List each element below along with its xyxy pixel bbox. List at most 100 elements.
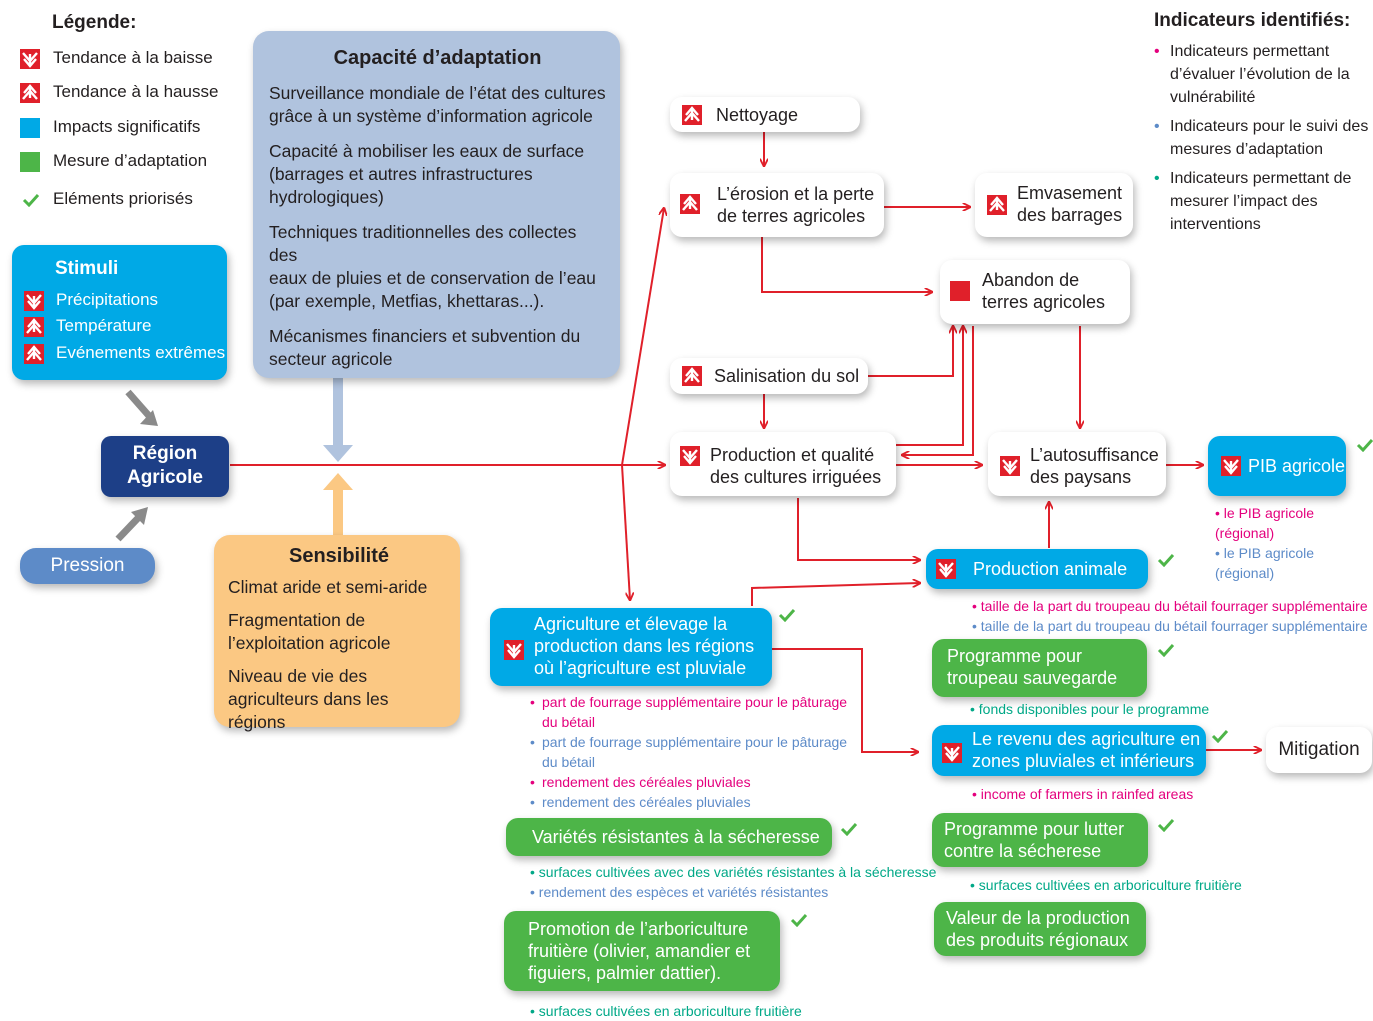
node-production-animale-label: Production animale [973, 559, 1128, 579]
node-production-irriguee-label: Production et qualité des cultures irrig… [710, 445, 882, 487]
stimuli-box: Stimuli Précipitations Température Evéne… [12, 245, 227, 380]
indicator-item: • fonds disponibles pour le programme [970, 701, 1210, 717]
sensibilite-box: Sensibilité Climat aride et semi-aride F… [214, 535, 460, 732]
arrow-agriculture-revenu [772, 648, 918, 752]
indicator-item: • income of farmers in rainfed areas [972, 786, 1194, 802]
stimuli-evenements: Evénements extrêmes [56, 343, 226, 362]
legend: Légende: Tendance à la baisse Tendance à… [20, 10, 240, 215]
indicator-item: •rendement des céréales pluviales [530, 774, 751, 790]
node-autosuffisance: L’autosuffisance des paysans [988, 432, 1166, 496]
sensibilite-item: Fragmentation de l’exploitation agricole [228, 610, 391, 653]
pression-box: Pression [20, 548, 155, 584]
node-programme-troupeau: Programme pour troupeau sauvegarde [932, 639, 1147, 697]
capacite-arrow-head [323, 445, 353, 462]
sensibilite-arrow-shaft [333, 488, 343, 536]
indicator-item: • surfaces cultivées avec des variétés r… [530, 864, 937, 880]
indicator-item: •part de fourrage supplémentaire pour le… [530, 694, 848, 730]
node-valeur: Valeur de la production des produits rég… [934, 902, 1146, 956]
indicator-type-suivi: • Indicateurs pour le suivi des mesures … [1154, 118, 1369, 158]
node-promotion: Promotion de l’arboriculture fruitière (… [504, 911, 780, 991]
node-programme-secheresse: Programme pour lutter contre la sécheres… [932, 813, 1148, 867]
arrow-down-icon [680, 446, 700, 466]
legend-label-prior: Eléments priorisés [53, 189, 193, 208]
node-abandon-label: Abandon de terres agricoles [982, 270, 1106, 312]
indicator-item: • surfaces cultivées en arboriculture fr… [970, 877, 1242, 893]
check-icon [778, 608, 796, 622]
node-mitigation-label: Mitigation [1278, 739, 1360, 760]
indicators-legend: Indicateurs identifiés: • Indicateurs pe… [1154, 10, 1369, 236]
production-animale-indicators: • taille de la part du troupeau du bétai… [972, 596, 1368, 636]
check-icon [1157, 818, 1175, 832]
node-varietes-label: Variétés résistantes à la sécheresse [532, 827, 820, 847]
arrow-abandon-production [902, 326, 974, 455]
revenu-indicators: • income of farmers in rainfed areas [972, 784, 1193, 804]
arrow-pression-region [115, 513, 143, 542]
pib-indicators: • le PIB agricole (régional) • le PIB ag… [1215, 503, 1373, 583]
arrow-down-icon [1000, 456, 1020, 476]
varietes-indicators: • surfaces cultivées avec des variétés r… [530, 862, 936, 902]
node-envasement: Emvasement des barrages [975, 173, 1133, 237]
arrow-production-animale [797, 498, 920, 560]
arrow-salinisation-abandon [868, 326, 953, 377]
node-salinisation: Salinisation du sol [670, 358, 868, 394]
node-production-animale: Production animale [926, 549, 1148, 589]
capacite-item: Techniques traditionnelles des collectes… [269, 222, 596, 311]
indicator-item: • rendement des espèces et variétés rési… [530, 884, 829, 900]
stimuli-temperature: Température [56, 316, 152, 335]
node-programme-secheresse-label: Programme pour lutter contre la sécheres… [944, 819, 1125, 861]
arrow-hub-to-agriculture [621, 464, 630, 600]
red-square-icon [950, 281, 970, 301]
check-icon [1211, 729, 1229, 743]
programme-secheresse-indicators: • surfaces cultivées en arboriculture fr… [970, 875, 1242, 895]
arrow-down-icon [24, 291, 44, 311]
indicator-item: • le PIB agricole (régional) [1215, 505, 1315, 541]
legend-title: Légende: [52, 12, 137, 33]
node-valeur-label: Valeur de la production des produits rég… [946, 908, 1130, 950]
check-icon [790, 913, 808, 927]
arrow-agriculture-animale [751, 583, 920, 606]
sensibilite-item: Niveau de vie des agriculteurs dans les … [228, 666, 389, 732]
stimuli-precipitations: Précipitations [56, 290, 159, 309]
node-promotion-label: Promotion de l’arboriculture fruitière (… [528, 919, 751, 983]
indicator-type-label: Indicateurs pour le suivi des mesures d’… [1170, 118, 1369, 158]
check-icon [22, 193, 40, 207]
arrow-stimuli-region [125, 389, 153, 420]
arrow-up-icon [20, 83, 40, 103]
node-agriculture-pluviale-label: Agriculture et élevage la production dan… [534, 614, 755, 678]
promotion-indicators: • surfaces cultivées en arboriculture fr… [530, 1001, 802, 1021]
capacite-item: Surveillance mondiale de l’état des cult… [269, 83, 606, 126]
node-envasement-label: Emvasement des barrages [1017, 183, 1123, 225]
arrow-hub-to-erosion [621, 208, 664, 466]
capacite-item: Mécanismes financiers et subvention du s… [269, 326, 581, 369]
sensibilite-arrow-head [323, 473, 353, 490]
node-mitigation: Mitigation [1266, 727, 1372, 773]
node-autosuffisance-label: L’autosuffisance des paysans [1030, 445, 1159, 487]
arrow-stimuli-region-head [140, 410, 158, 426]
node-nettoyage-label: Nettoyage [716, 105, 799, 125]
node-programme-troupeau-label: Programme pour troupeau sauvegarde [947, 646, 1118, 688]
arrow-down-icon [504, 640, 524, 660]
agriculture-pluviale-indicators: •part de fourrage supplémentaire pour le… [530, 692, 860, 812]
legend-label-impacts: Impacts significatifs [53, 117, 201, 136]
legend-label-baisse: Tendance à la baisse [53, 48, 213, 67]
node-agriculture-pluviale: Agriculture et élevage la production dan… [490, 608, 772, 686]
indicator-type-label: Indicateurs permettant de mesurer l’impa… [1170, 170, 1352, 233]
capacite-item: Capacité à mobiliser les eaux de surface… [269, 141, 585, 207]
indicator-type-label: Indicateurs permettant d’évaluer l’évolu… [1170, 43, 1350, 106]
node-abandon: Abandon de terres agricoles [940, 260, 1130, 324]
indicator-item: • taille de la part du troupeau du bétai… [972, 618, 1368, 634]
node-revenu-label: Le revenu des agriculture en zones pluvi… [972, 729, 1201, 771]
arrow-erosion-abandon [761, 236, 932, 292]
arrow-down-icon [936, 559, 956, 579]
node-erosion: L’érosion et la perte de terres agricole… [670, 173, 884, 237]
capacite-title: Capacité d’adaptation [333, 47, 542, 69]
legend-label-hausse: Tendance à la hausse [53, 82, 219, 101]
sensibilite-item: Climat aride et semi-aride [228, 577, 428, 597]
node-varietes: Variétés résistantes à la sécheresse [506, 818, 832, 856]
node-nettoyage: Nettoyage [670, 97, 860, 132]
indicators-title: Indicateurs identifiés: [1154, 10, 1351, 31]
node-production-irriguee: Production et qualité des cultures irrig… [670, 432, 896, 496]
node-pib-label: PIB agricole [1248, 456, 1346, 476]
arrow-up-icon [987, 195, 1007, 215]
